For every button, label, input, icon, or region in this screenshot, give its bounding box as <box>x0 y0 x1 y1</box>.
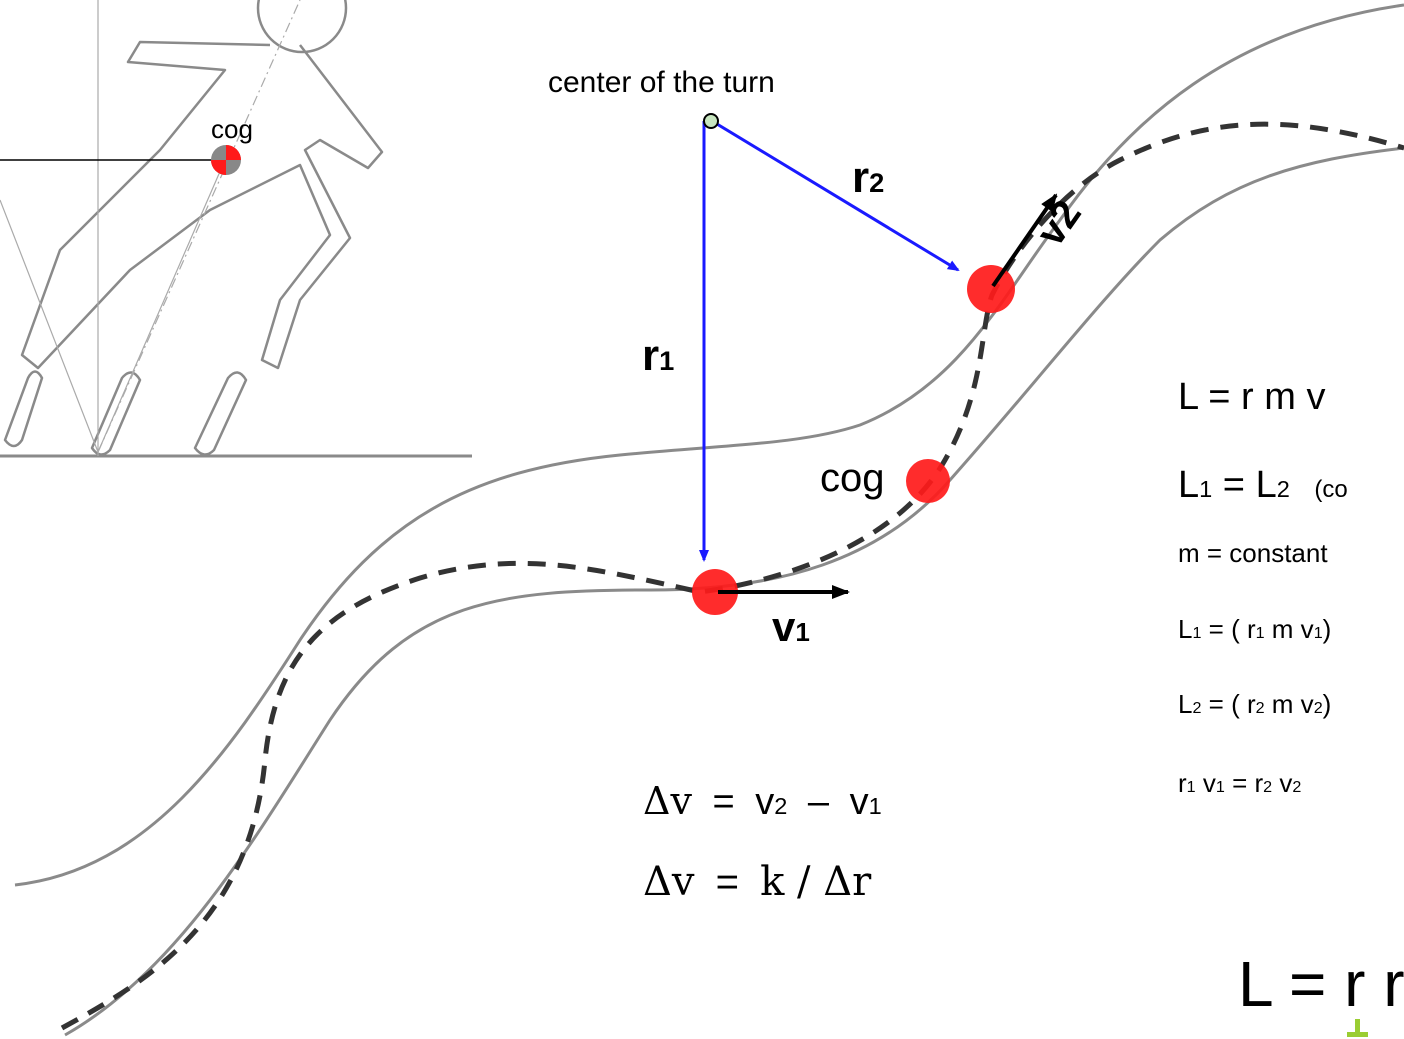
radius-vector-r2 <box>711 119 960 272</box>
label-center-of-turn: center of the turn <box>548 66 775 99</box>
skater-figure <box>0 0 472 458</box>
track-upper-edge <box>14 3 1404 887</box>
equation-delta-v-difference: Δv = v2 – v1 <box>643 779 882 823</box>
point-position-1 <box>692 569 738 615</box>
velocity-vector-v2 <box>991 193 1058 288</box>
equation-L-large: L = r r <box>1238 948 1404 1020</box>
equation-delta-v-ratio: Δv = k / Δr <box>643 859 872 905</box>
label-cog-small: cog <box>211 114 253 144</box>
label-r1: r1 <box>642 331 675 380</box>
skater-guide-lines <box>0 0 301 456</box>
equation-L2-expansion: L2 = ( r2 m v2) <box>1178 689 1332 719</box>
cog-trajectory-dashed <box>60 121 1404 1031</box>
equation-r-v-relation: r1 v1 = r2 v2 <box>1178 768 1302 798</box>
equation-L1-equals-L2: L1 = L2 (co <box>1178 464 1348 506</box>
highlight-arrow-icon <box>1347 1019 1368 1037</box>
equation-L1-expansion: L1 = ( r1 m v1) <box>1178 614 1332 644</box>
skater-skate-2 <box>90 371 142 456</box>
equation-mass-constant: m = constant <box>1178 538 1328 568</box>
label-v1: v1 <box>772 603 810 650</box>
skater-body <box>20 40 384 370</box>
skater-skate-3 <box>193 371 248 456</box>
skater-head <box>256 0 348 54</box>
center-of-turn-point <box>703 113 719 129</box>
label-cog-large: cog <box>820 456 885 500</box>
cog-marker-small <box>211 145 241 175</box>
label-r2: r2 <box>852 153 885 202</box>
point-position-2 <box>967 265 1015 313</box>
skater-skate-1 <box>3 370 44 448</box>
point-cog <box>906 459 950 503</box>
equation-L-definition: L = r m v <box>1178 376 1326 418</box>
